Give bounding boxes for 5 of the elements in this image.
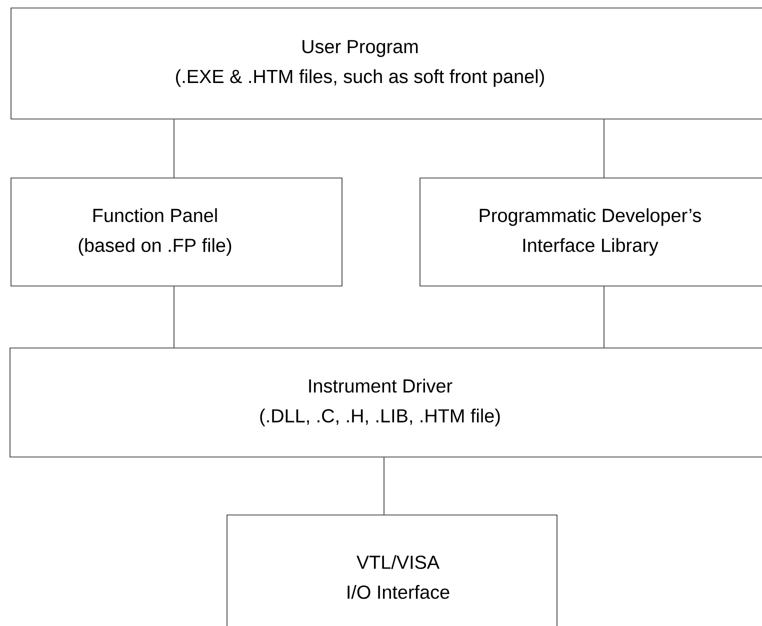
- block-box: Programmatic Developer’s Interface Library: [420, 178, 762, 286]
- block-box: User Program (.EXE & .HTM files, such as soft front panel): [10, 8, 762, 120]
- block-box: VTL/VISA I/O Interface: [226, 514, 558, 626]
- block-box: Instrument Driver (.DLL, .C, .H, .LIB, .HTM file): [10, 348, 762, 458]
- block-box: Function Panel (based on .FP file): [10, 178, 342, 286]
